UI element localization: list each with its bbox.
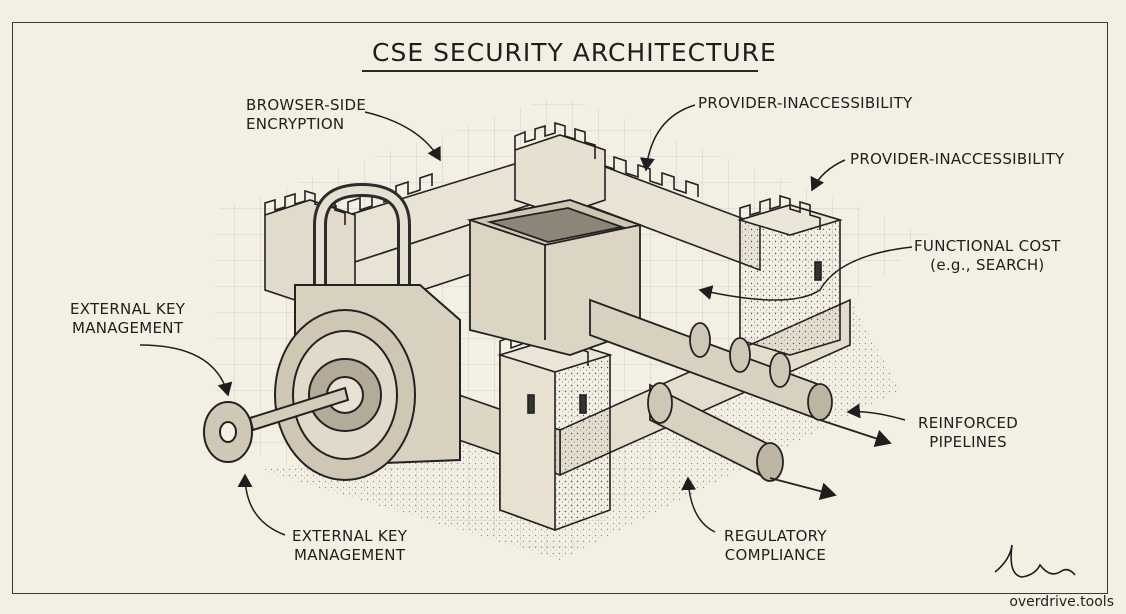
label-external-key-management-left-line2: MANAGEMENT [71,319,184,337]
pipelines [589,298,892,501]
label-reinforced-pipelines: REINFORCED PIPELINES [918,414,1018,452]
site-credit: overdrive.tools [1009,594,1114,610]
label-regulatory-compliance: REGULATORY COMPLIANCE [724,527,827,565]
label-provider-inaccessibility-top: PROVIDER-INACCESSIBILITY [698,94,913,112]
label-external-key-management-left-line1: EXTERNAL KEY [70,300,186,318]
label-reinforced-pipelines-line1: REINFORCED [918,414,1019,432]
label-functional-cost-line2: (e.g., SEARCH) [930,256,1045,274]
artist-signature [994,544,1076,578]
key [203,386,350,463]
label-browser-side-encryption: BROWSER-SIDE ENCRYPTION [246,96,366,134]
label-external-key-management-bottom-line1: EXTERNAL KEY [292,527,408,545]
label-regulatory-compliance-line2: COMPLIANCE [724,546,827,564]
label-external-key-management-bottom-line2: MANAGEMENT [293,546,406,564]
label-regulatory-compliance-line1: REGULATORY [724,527,827,545]
label-reinforced-pipelines-line2: PIPELINES [929,433,1007,451]
fortress-towers [264,121,843,532]
diagram-title: CSE SECURITY ARCHITECTURE [372,38,777,67]
title-underline [362,70,758,72]
label-provider-inaccessibility-right: PROVIDER-INACCESSIBILITY [850,150,1065,168]
drawing-frame [12,22,1108,594]
label-external-key-management-left: EXTERNAL KEY MANAGEMENT [70,300,185,338]
annotation-arrows [139,104,913,536]
label-functional-cost: FUNCTIONAL COST (e.g., SEARCH) [914,237,1061,275]
label-external-key-management-bottom: EXTERNAL KEY MANAGEMENT [292,527,407,565]
label-browser-side-encryption-line1: BROWSER-SIDE [246,96,367,114]
label-functional-cost-line1: FUNCTIONAL COST [914,237,1061,255]
label-browser-side-encryption-line2: ENCRYPTION [246,115,345,133]
